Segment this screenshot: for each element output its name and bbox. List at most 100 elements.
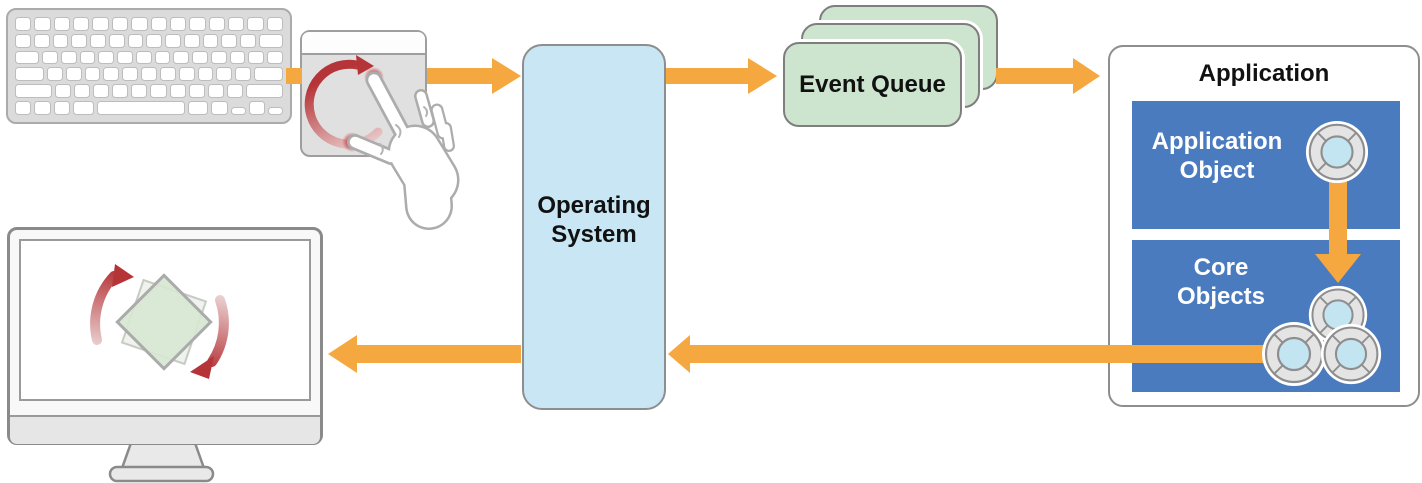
keyboard-key — [73, 101, 94, 115]
keyboard-key — [178, 67, 195, 82]
keyboard-row — [15, 50, 283, 65]
keyboard-key — [267, 50, 283, 65]
keyboard-key — [15, 84, 53, 99]
keyboard-key — [154, 50, 171, 65]
rotate-gesture-hand-icon — [304, 55, 460, 230]
keyboard-key — [141, 67, 157, 82]
keyboard-key — [53, 17, 71, 31]
keyboard-key — [254, 67, 284, 82]
keyboard-row — [15, 33, 283, 48]
keyboard-key — [15, 67, 44, 82]
keyboard-key — [33, 33, 50, 48]
keyboard-row — [15, 84, 283, 99]
application-object-icon — [1304, 119, 1370, 185]
keyboard-key — [60, 50, 77, 65]
monitor-screen — [19, 239, 311, 401]
rotate-gesture-arc — [304, 55, 384, 152]
keyboard-key — [15, 33, 31, 48]
keyboard-key — [52, 33, 69, 48]
keyboard-key — [15, 101, 32, 115]
keyboard-key — [192, 50, 208, 65]
event-queue-label: Event Queue — [799, 71, 946, 98]
keyboard-key — [135, 50, 152, 65]
keyboard-keys — [15, 17, 284, 115]
monitor-icon — [7, 227, 323, 445]
keyboard-row — [15, 101, 283, 115]
keyboard-key — [227, 17, 245, 31]
keyboard-key — [53, 101, 71, 115]
keyboard-icon — [6, 8, 292, 124]
keyboard-key — [197, 67, 214, 82]
rotation-arrow-right — [190, 295, 229, 379]
keyboard-key — [71, 33, 88, 48]
keyboard-key — [15, 50, 40, 65]
arrow-os-to-display — [328, 335, 521, 373]
keyboard-key — [207, 84, 224, 99]
keyboard-key — [169, 17, 187, 31]
keyboard-key — [34, 17, 51, 31]
keyboard-key — [65, 67, 82, 82]
keyboard-key — [202, 33, 219, 48]
keyboard-key — [229, 50, 246, 65]
keyboard-key — [42, 50, 58, 65]
keyboard-key — [248, 50, 265, 65]
keyboard-key — [245, 84, 283, 99]
keyboard-key — [240, 33, 256, 48]
keyboard-row — [15, 17, 284, 31]
core-objects-label-line2: Objects — [1176, 283, 1266, 310]
core-object-icon-3 — [1319, 322, 1383, 386]
keyboard-key — [112, 84, 129, 99]
keyboard-key — [235, 67, 252, 82]
keyboard-key — [79, 50, 96, 65]
keyboard-key — [211, 101, 228, 115]
keyboard-key — [188, 84, 205, 99]
keyboard-key — [258, 33, 283, 48]
keyboard-key — [150, 17, 167, 31]
keyboard-key — [111, 17, 129, 31]
keyboard-key — [169, 84, 186, 99]
keyboard-key — [127, 33, 144, 48]
application-object-label-line1: Application — [1151, 128, 1283, 155]
keyboard-key — [117, 50, 133, 65]
keyboard-key — [131, 84, 148, 99]
keyboard-key — [34, 101, 51, 115]
application-object-label-line2: Object — [1179, 157, 1255, 184]
keyboard-key — [247, 17, 264, 31]
keyboard-key — [131, 17, 148, 31]
keyboard-key — [73, 17, 90, 31]
operating-system-label-line2: System — [551, 221, 637, 248]
application-title: Application — [1198, 60, 1330, 87]
keyboard-key — [230, 106, 246, 115]
keyboard-key — [90, 33, 106, 48]
rotating-square-illustration — [90, 264, 229, 379]
keyboard-key — [216, 67, 233, 82]
trackpad-top-strip — [302, 32, 425, 55]
keyboard-key — [46, 67, 63, 82]
core-objects-label: Core Objects — [1132, 253, 1310, 311]
arrow-event-queue-to-application — [996, 58, 1100, 94]
keyboard-key — [122, 67, 139, 82]
keyboard-key — [74, 84, 91, 99]
keyboard-key — [189, 17, 206, 31]
core-objects-label-line1: Core — [1193, 254, 1249, 281]
keyboard-key — [92, 17, 109, 31]
keyboard-row — [15, 67, 284, 82]
green-square — [115, 273, 213, 371]
keyboard-key — [98, 50, 115, 65]
keyboard-key — [103, 67, 120, 82]
keyboard-key — [266, 17, 284, 31]
keyboard-key — [187, 101, 209, 115]
application-object-label: Application Object — [1132, 127, 1302, 185]
keyboard-key — [183, 33, 200, 48]
hand-icon — [347, 71, 460, 230]
operating-system-node — [522, 44, 666, 410]
keyboard-key — [93, 84, 110, 99]
keyboard-key — [84, 67, 101, 82]
keyboard-key — [108, 33, 125, 48]
event-queue-node: Event Queue — [783, 42, 962, 127]
spacebar-key — [96, 101, 185, 115]
operating-system-label: Operating System — [522, 191, 666, 249]
keyboard-key — [15, 17, 32, 31]
keyboard-key — [210, 50, 227, 65]
